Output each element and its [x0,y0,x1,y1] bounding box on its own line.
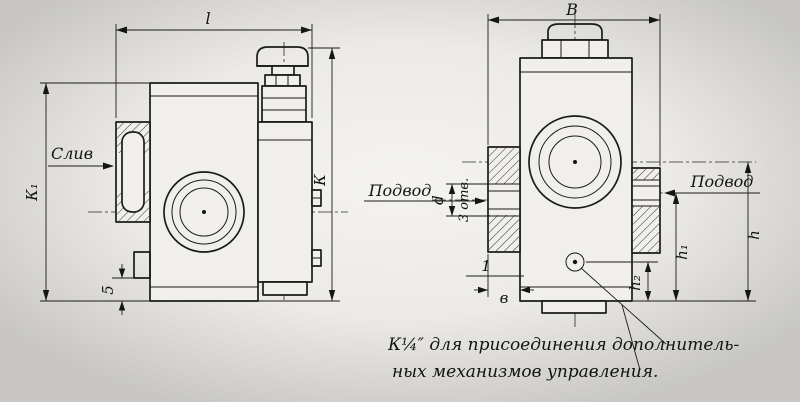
dimension-h: h [744,162,763,301]
dimension-b-small: в [474,254,534,307]
dim-h2-label: h₂ [626,275,644,291]
footnote-group: К¼″ для присоединения дополнитель- ных м… [387,267,739,382]
dim-h-label: h [745,230,763,240]
supply-label-right: Подвод [690,172,754,191]
supply-label-left-group: Подвод [364,181,486,205]
drain-label: Слив [51,144,93,163]
supply-flange-left [487,146,521,253]
dim-5-label: 5 [99,285,117,295]
dimension-length: l [115,9,313,118]
mounting-tab [133,251,151,279]
dim-length-label: l [205,9,210,28]
dimension-k1: К₁ [23,82,150,302]
dim-h1-label: h₁ [673,244,691,260]
dimension-b-width: В [487,0,661,166]
top-plug-bolt [541,23,609,59]
footnote-line2: ных механизмов управления. [392,362,658,382]
dim-1-label: 1 [481,257,491,275]
aux-connection-hole [565,252,585,272]
dimension-k: К [258,47,340,302]
dim-k-label: К [311,174,329,187]
dim-holes-label: 3 отв. [457,178,472,222]
supply-flange-right [631,167,661,254]
port-boss-front [528,115,622,209]
dimension-1: 1 [466,257,524,277]
dim-b-width-label: В [565,0,578,19]
drain-label-group: Слив [48,144,114,170]
dim-d-label: d [429,195,447,205]
adjusting-knob [256,46,309,123]
footnote-line1: К¼″ для присоединения дополнитель- [387,335,739,355]
right-view-front: В Подвод d 3 отв. 1 [364,0,763,330]
dim-k1-label: К₁ [23,183,41,202]
drain-flange [115,121,151,223]
dimension-5: 5 [99,264,136,315]
supply-label-right-group: Подвод [664,172,760,197]
dimension-d: d 3 отв. [429,178,488,222]
dimension-h1: h₁ [632,193,756,302]
bottom-foot [541,300,607,314]
dim-b-small-label: в [500,289,509,307]
control-box [257,121,322,296]
left-view-side: l К₁ К 5 [23,9,348,315]
port-boss-side [163,171,245,253]
supply-label-left: Подвод [368,181,432,200]
dimension-h2: h₂ [586,261,658,301]
